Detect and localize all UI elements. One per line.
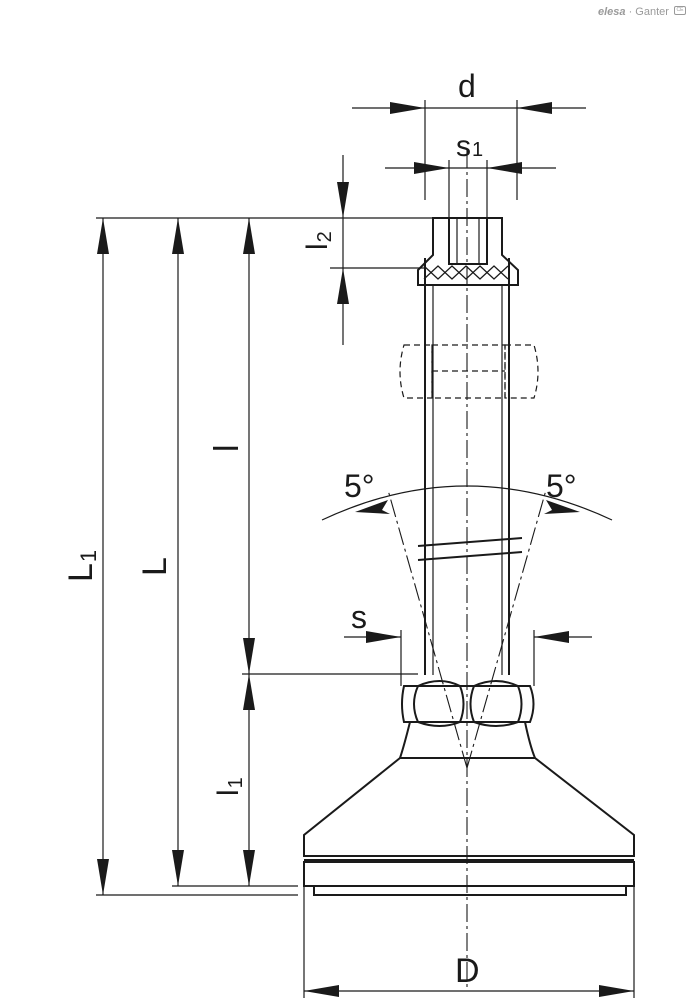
label-d: d [458, 68, 476, 104]
logo-partner: Ganter [635, 6, 669, 18]
dimension-s [344, 630, 592, 686]
optional-lock-nut [399, 344, 539, 399]
dimension-s1 [385, 160, 556, 218]
tilt-angle-dimension [321, 485, 613, 521]
foot-base [303, 721, 635, 896]
label-L1: L1 [62, 550, 101, 582]
dimension-L1 [96, 218, 298, 896]
elesa-ganter-logo: elesa · Ganter CE [598, 6, 686, 18]
label-L: L [136, 557, 174, 576]
dimension-l [243, 218, 255, 674]
tilt-centerline-left [387, 489, 468, 769]
label-s: s [351, 599, 367, 635]
dimension-l1 [242, 673, 418, 886]
tilt-arrow-left [355, 500, 390, 514]
hex-socket-head [417, 217, 519, 286]
tilt-centerline-right [466, 489, 547, 769]
logo-separator: · [628, 6, 633, 18]
logo-badge: CE [674, 6, 686, 15]
label-s1: s1 [456, 130, 483, 163]
threaded-stud [417, 258, 523, 675]
tilt-arrow-right [544, 500, 580, 514]
dimension-D [303, 886, 635, 998]
label-D: D [455, 952, 480, 990]
base-hex-nut [401, 680, 535, 727]
label-l: l [208, 444, 246, 452]
label-l2: l2 [301, 231, 336, 250]
dimension-d [352, 100, 586, 200]
dimension-l2 [330, 155, 425, 345]
label-angle-right: 5° [546, 468, 577, 504]
label-l1: l1 [212, 777, 247, 796]
dimension-L [172, 218, 298, 887]
logo-brand: elesa [597, 6, 626, 18]
label-angle-left: 5° [344, 468, 375, 504]
